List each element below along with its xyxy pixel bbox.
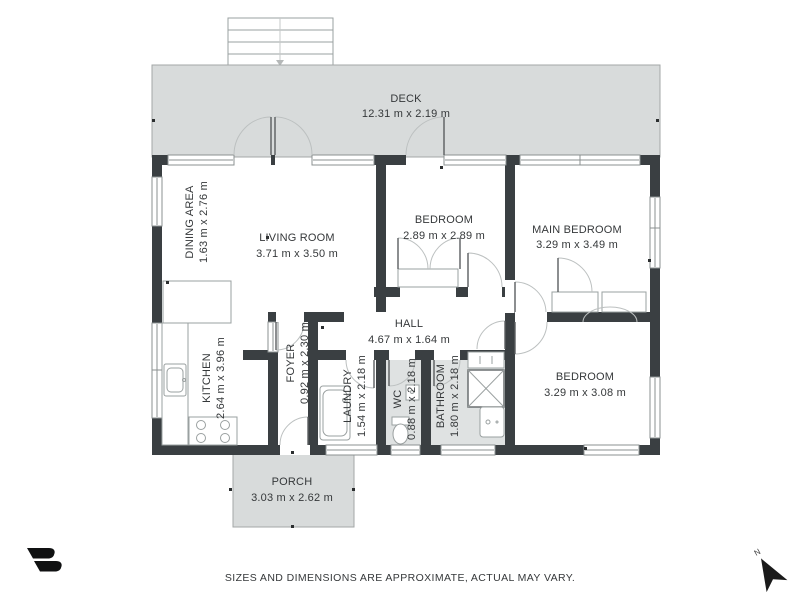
bathroom-door — [433, 350, 461, 387]
room-label-dining: DINING AREA — [184, 185, 196, 259]
wc-toilet — [391, 416, 410, 445]
room-dims-dining: 1.63 m x 2.76 m — [198, 181, 210, 263]
room-dims-kitchen: 2.64 m x 3.96 m — [215, 337, 227, 419]
room-dims-bedroom2: 2.89 m x 2.89 m — [403, 230, 485, 242]
french-doors-deck — [233, 116, 313, 156]
stove — [188, 416, 238, 446]
tick-markers — [152, 119, 659, 528]
doors — [233, 116, 647, 455]
room-label-bedroom2: BEDROOM — [415, 214, 473, 226]
room-dims-bedroom3: 3.29 m x 3.08 m — [544, 387, 626, 399]
porch-area — [232, 452, 355, 528]
room-dims-living: 3.71 m x 3.50 m — [256, 248, 338, 260]
deck-single-door — [405, 116, 445, 156]
kitchen-bench — [162, 280, 232, 324]
room-dims-foyer: 0.92 m x 2.30 m — [299, 322, 311, 404]
kitchen-sink — [163, 363, 187, 397]
room-dims-bathroom: 1.80 m x 2.18 m — [449, 355, 461, 437]
bathroom-sink — [479, 406, 505, 438]
room-dims-wc: 0.88 m x 2.18 m — [406, 358, 418, 440]
room-dims-laundry: 1.54 m x 2.18 m — [356, 355, 368, 437]
room-dims-hall: 4.67 m x 1.64 m — [368, 334, 450, 346]
fixtures — [161, 280, 505, 446]
walls — [152, 155, 660, 455]
north-arrow-icon: N — [753, 547, 788, 593]
room-dims-deck: 12.31 m x 2.19 m — [362, 108, 450, 120]
porch-entry-door — [279, 416, 310, 455]
hall-cupboard-door — [476, 320, 506, 350]
wc-door — [388, 350, 416, 387]
bedroom-door — [467, 252, 503, 297]
stairs — [227, 17, 334, 68]
laundry-tub — [319, 385, 351, 441]
north-label: N — [753, 547, 763, 558]
room-label-bathroom: BATHROOM — [435, 364, 447, 428]
room-label-living: LIVING ROOM — [259, 232, 335, 244]
room-label-deck: DECK — [390, 93, 422, 105]
room-dims-main-bedroom: 3.29 m x 3.49 m — [536, 239, 618, 251]
room-labels: DECK 12.31 m x 2.19 m DINING AREA 1.63 m… — [184, 93, 626, 504]
foyer-door — [275, 312, 305, 351]
disclaimer-text: SIZES AND DIMENSIONS ARE APPROXIMATE, AC… — [225, 572, 575, 584]
windows — [151, 154, 661, 456]
room-label-laundry: LAUNDRY — [342, 369, 354, 423]
laundry-door — [345, 350, 375, 389]
room-label-foyer: FOYER — [285, 344, 297, 383]
room-dims-porch: 3.03 m x 2.62 m — [251, 492, 333, 504]
room-label-bedroom3: BEDROOM — [556, 371, 614, 383]
shower — [467, 369, 505, 408]
bedroom-closet-doors — [397, 237, 461, 288]
wc-basin — [405, 384, 420, 401]
room-label-hall: HALL — [395, 318, 423, 330]
room-label-porch: PORCH — [272, 476, 313, 488]
stair-direction-arrow-icon — [276, 60, 284, 66]
room-label-wc: WC — [392, 390, 404, 409]
main-bedroom-door — [505, 280, 547, 314]
brand-logo-icon — [27, 548, 62, 572]
room-label-kitchen: KITCHEN — [201, 353, 213, 403]
room-label-main-bedroom: MAIN BEDROOM — [532, 224, 622, 236]
bathroom-vanity — [467, 351, 505, 369]
bedroom3-door — [514, 306, 638, 355]
